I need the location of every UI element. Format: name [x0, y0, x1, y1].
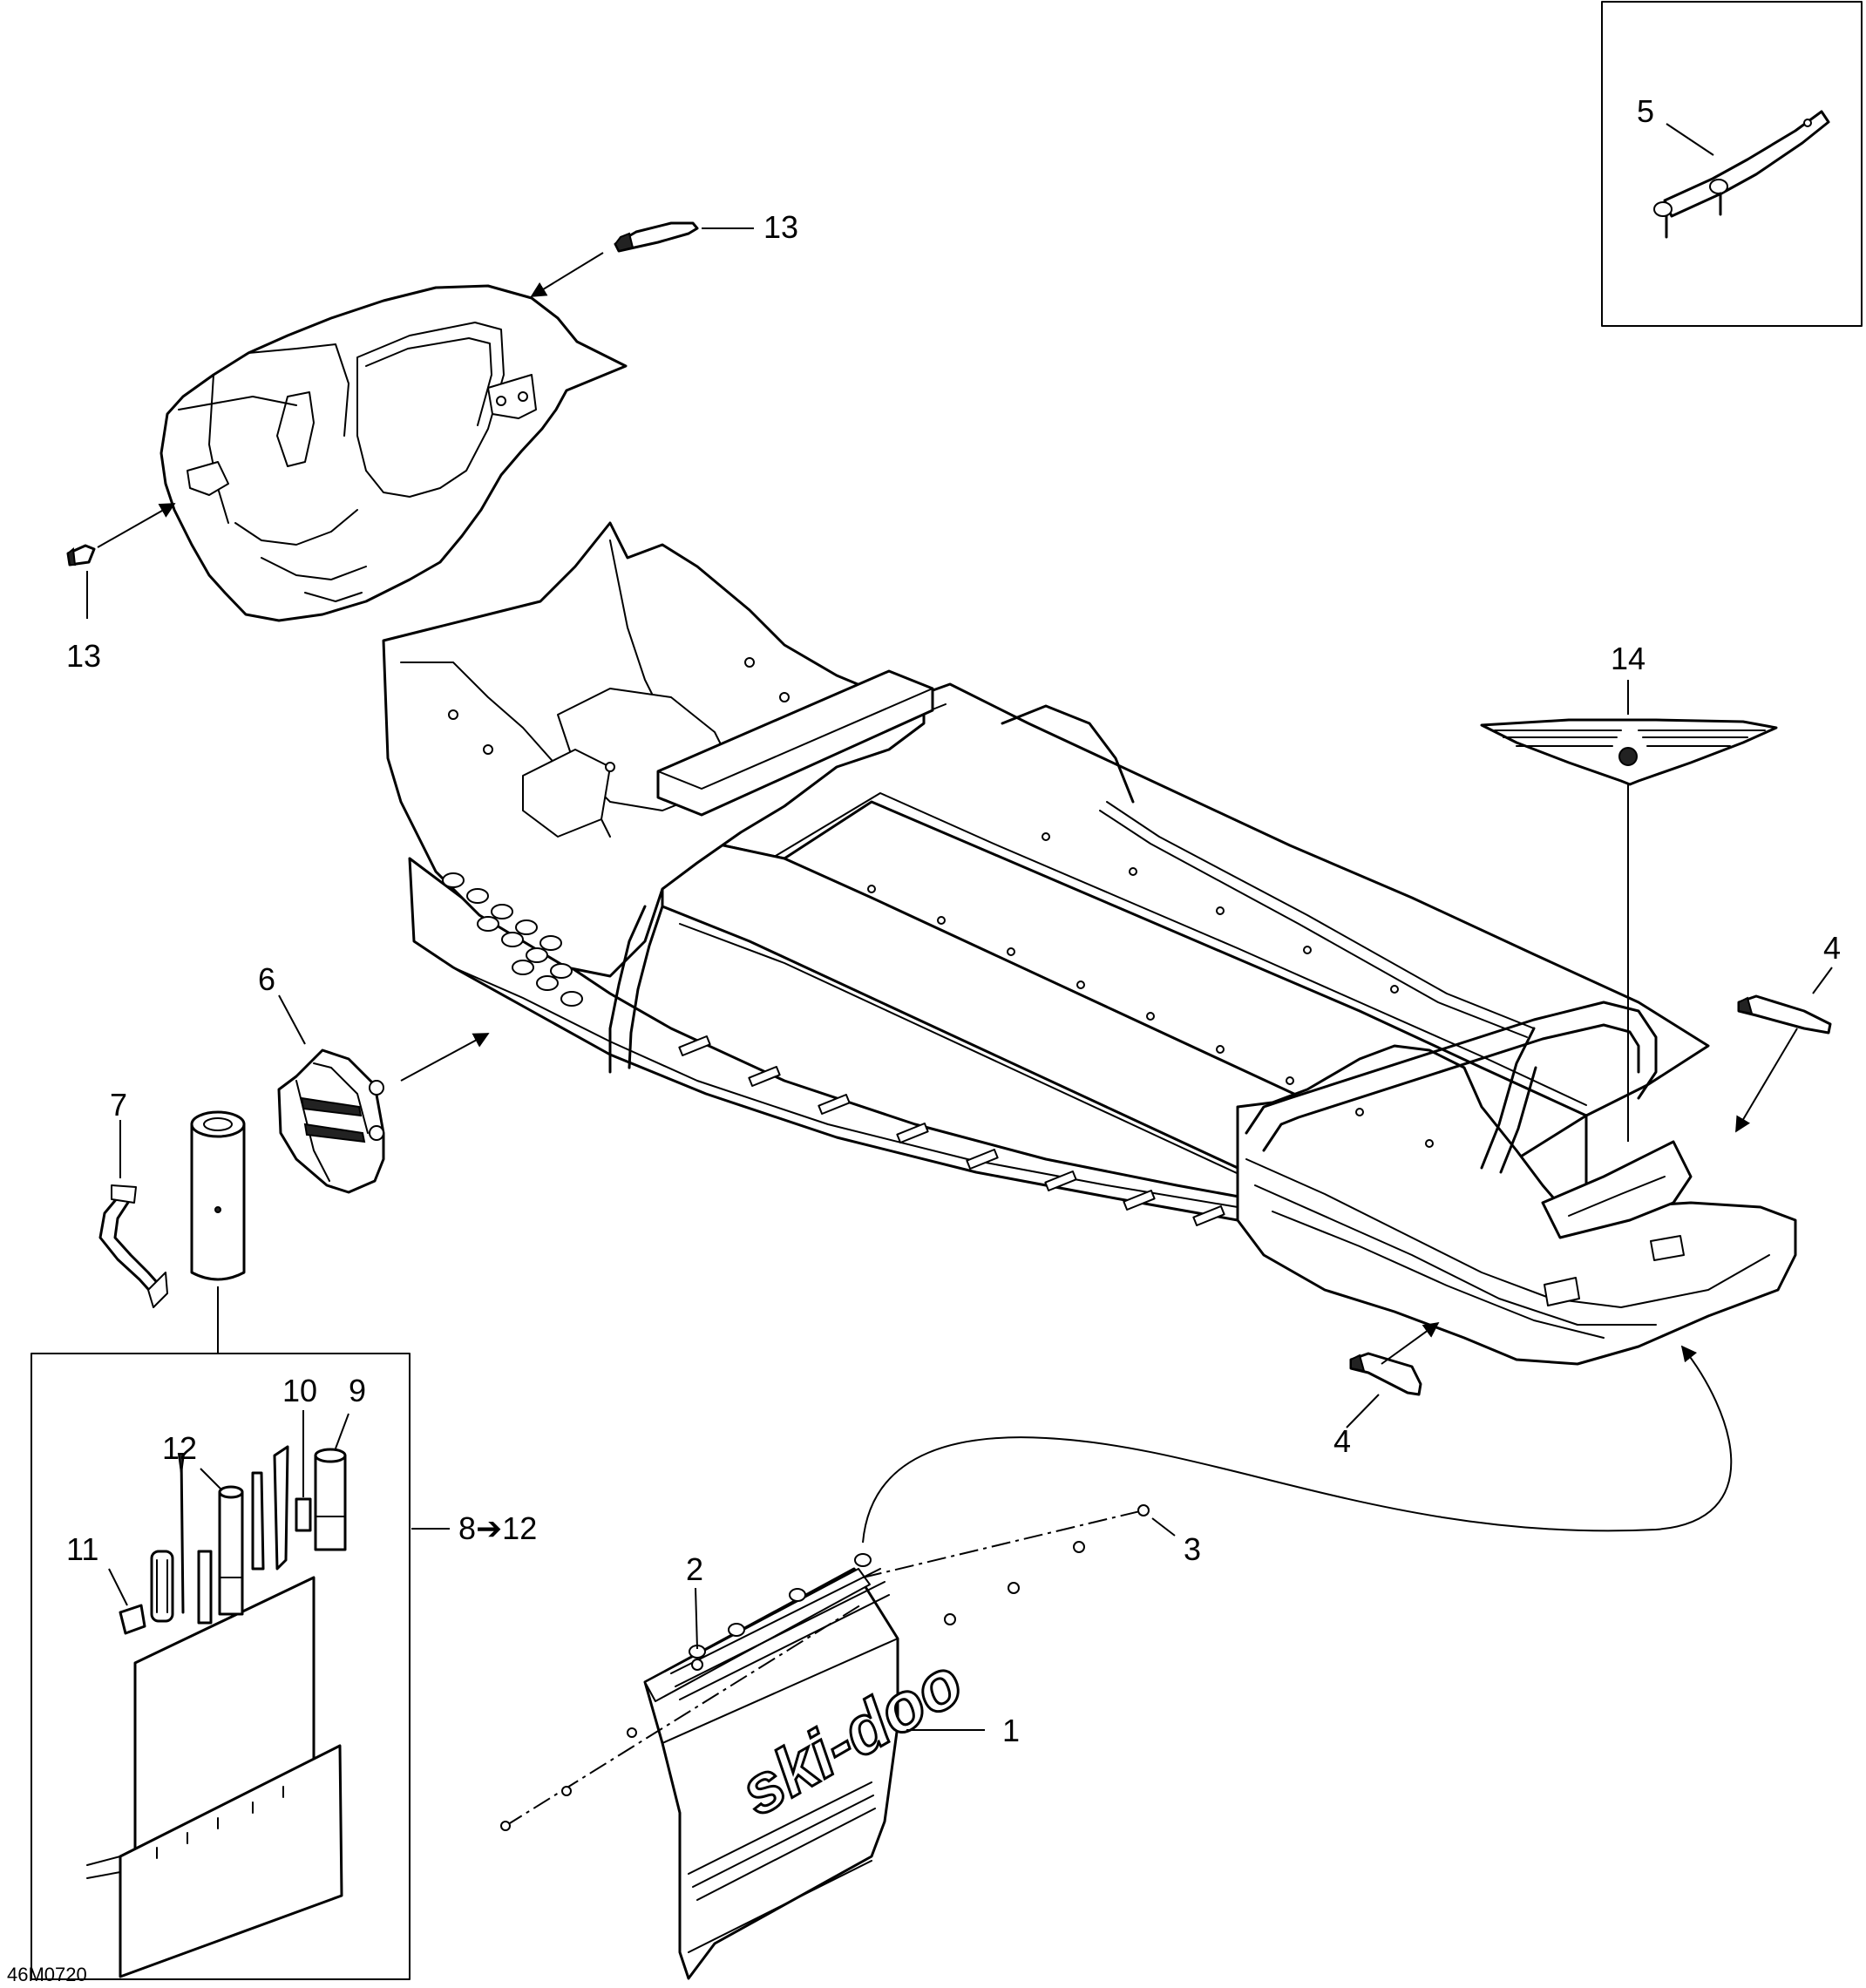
part-12-socket — [218, 1485, 244, 1616]
part-4-stripe-lower — [1349, 1352, 1422, 1396]
arrow-4-right — [1735, 1028, 1798, 1133]
part-7-strap — [98, 1184, 168, 1308]
callout-10: 10 — [282, 1373, 317, 1408]
tunnel-slots — [678, 1035, 1225, 1227]
part-14-decal — [1480, 718, 1778, 786]
part-5-bracket — [1653, 110, 1830, 239]
callout-12: 12 — [162, 1430, 197, 1466]
part-2-nut — [691, 1659, 703, 1671]
part-3-bolt — [1137, 1504, 1150, 1516]
tunnel-rivets — [448, 657, 1434, 1148]
part-10 — [295, 1497, 312, 1532]
part-1-snowflap: ski-doo — [643, 1553, 976, 1980]
mounting-curve — [862, 1345, 1733, 1544]
leader-11 — [108, 1568, 128, 1606]
part-13-stripe-upper — [614, 221, 699, 253]
callout-3: 3 — [1184, 1531, 1201, 1567]
washer-3 — [1073, 1541, 1085, 1553]
arrow-13-upper — [530, 252, 604, 297]
footrest-holes — [442, 872, 583, 1007]
arrow-6 — [400, 1033, 490, 1082]
leader-6 — [278, 994, 306, 1045]
leader-5 — [1666, 123, 1714, 156]
wrench — [251, 1445, 289, 1571]
hardware-chain — [500, 1504, 1150, 1831]
callout-8-12: 8➔12 — [458, 1510, 537, 1546]
leader-9 — [335, 1413, 349, 1449]
part-11-clip — [119, 1604, 146, 1635]
callout-4-lower: 4 — [1333, 1423, 1351, 1459]
leader-3 — [1151, 1517, 1176, 1537]
part-13-stripe-lower — [66, 544, 96, 567]
callout-5: 5 — [1637, 93, 1654, 129]
callout-11: 11 — [66, 1531, 98, 1567]
part-9-plug-wrench — [314, 1448, 347, 1551]
nut-2 — [561, 1786, 572, 1796]
screwdriver — [150, 1453, 186, 1623]
callout-13-lower: 13 — [66, 638, 101, 674]
leader-4-lower — [1346, 1394, 1380, 1428]
callout-1: 1 — [1002, 1713, 1020, 1748]
plug-tool — [197, 1550, 213, 1625]
arrow-4-lower — [1381, 1321, 1440, 1365]
callout-4-right: 4 — [1823, 930, 1841, 966]
callout-14: 14 — [1611, 641, 1645, 676]
washer-1 — [944, 1613, 956, 1625]
leader-12 — [200, 1468, 223, 1491]
leader-4-right — [1812, 967, 1833, 994]
callout-13-upper: 13 — [763, 209, 798, 245]
callout-9: 9 — [349, 1373, 366, 1408]
leader-2 — [695, 1587, 698, 1650]
tool-kit-box — [31, 1353, 411, 1980]
nut-1 — [500, 1821, 511, 1831]
part-6-bracket — [277, 1048, 385, 1194]
frame-tunnel — [382, 521, 1797, 1366]
tool-holder-cylinder — [190, 1110, 246, 1281]
arrow-13-lower — [97, 503, 176, 548]
callout-2: 2 — [686, 1551, 703, 1587]
callout-7: 7 — [110, 1087, 127, 1123]
part-4-stripe-right — [1737, 994, 1832, 1035]
nut-3 — [627, 1727, 637, 1738]
drawing-code: 46M0720 — [7, 1964, 87, 1985]
hood-console — [159, 284, 628, 622]
callout-6: 6 — [258, 961, 275, 997]
washer-2 — [1008, 1582, 1020, 1594]
inset-box-part-5 — [1601, 1, 1863, 327]
